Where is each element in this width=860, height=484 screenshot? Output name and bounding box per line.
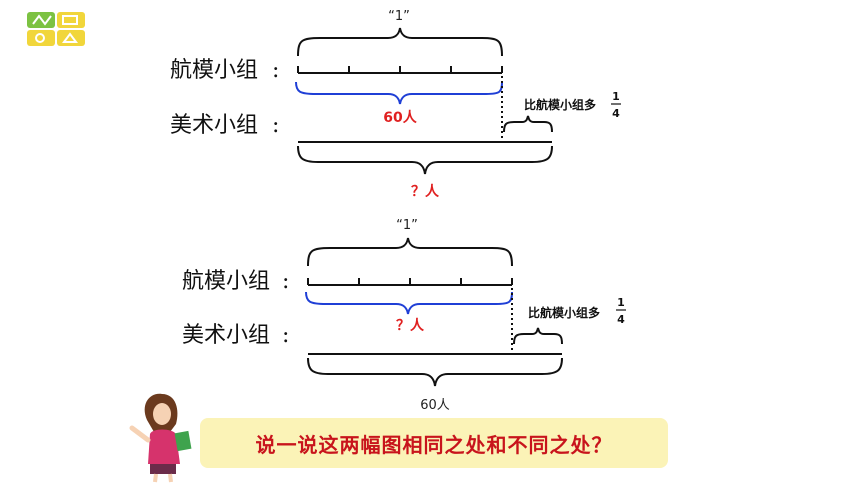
row1-segment-bar bbox=[297, 66, 503, 74]
top-brace bbox=[297, 27, 503, 57]
diagram-1: “1” 航模小组 : 60人 比航模小组多 1 4 美术小组 : ？人 bbox=[170, 9, 621, 200]
bottom-brace bbox=[307, 357, 563, 387]
blue-brace bbox=[305, 291, 513, 315]
row1-colon: : bbox=[272, 58, 279, 83]
row2-colon: : bbox=[282, 323, 289, 348]
row1-colon: : bbox=[282, 269, 289, 294]
unknown-quantity: ？人 bbox=[396, 317, 425, 334]
extra-label: 比航模小组多 bbox=[524, 97, 596, 112]
bottom-brace bbox=[297, 145, 553, 175]
teacher-figure-icon bbox=[129, 393, 192, 483]
discussion-prompt: 说一说这两幅图相同之处和不同之处？ bbox=[200, 418, 668, 468]
fraction-numerator: 1 bbox=[612, 90, 620, 103]
small-brace bbox=[513, 327, 563, 345]
fraction-denominator: 4 bbox=[617, 313, 625, 326]
diagram-2: “1” 航模小组 : ？人 比航模小组多 1 4 美术小组 : 60人 bbox=[182, 218, 626, 413]
whole-label: “1” bbox=[396, 218, 418, 233]
top-brace bbox=[307, 237, 513, 267]
small-brace bbox=[503, 115, 553, 133]
known-quantity: 60人 bbox=[383, 109, 417, 126]
total-quantity: 60人 bbox=[420, 398, 450, 413]
extra-label: 比航模小组多 bbox=[528, 305, 600, 320]
corner-logo-icon bbox=[27, 12, 85, 46]
row1-label: 航模小组 bbox=[182, 269, 270, 294]
row2-label: 美术小组 bbox=[182, 323, 270, 348]
row2-colon: : bbox=[272, 113, 279, 138]
unknown-quantity: ？人 bbox=[411, 183, 440, 200]
blue-brace bbox=[295, 81, 503, 105]
fraction-numerator: 1 bbox=[617, 296, 625, 309]
row1-segment-bar bbox=[307, 278, 513, 286]
fraction-denominator: 4 bbox=[612, 107, 620, 120]
whole-label: “1” bbox=[388, 9, 410, 24]
row2-label: 美术小组 bbox=[170, 113, 258, 138]
row1-label: 航模小组 bbox=[170, 58, 258, 83]
